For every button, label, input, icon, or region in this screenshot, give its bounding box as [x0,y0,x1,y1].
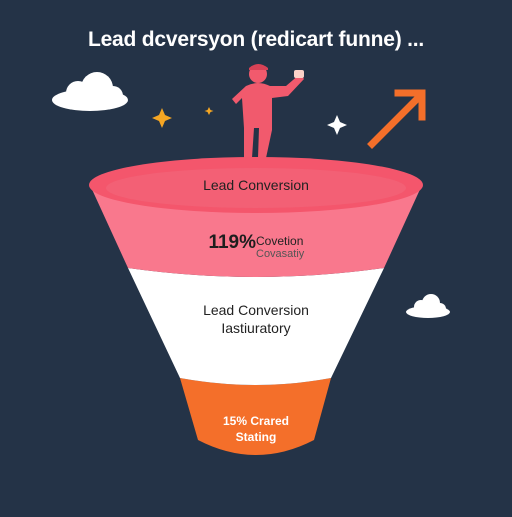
funnel-stage-3 [128,268,384,385]
stage-2-line2: Covasatiy [256,248,305,260]
stage-3-line2: Iastiuratory [221,320,291,336]
cloud-icon [52,72,128,111]
page-title: Lead dcversyon (redicart funne) ... [87,28,425,51]
sparkle-icon [152,108,172,128]
stage-3-line1: Lead Conversion [203,302,309,318]
stage-2-percent: 119% [208,232,256,253]
stage-4-line1: 15% Crared [222,414,290,428]
stage-4-line2: Stating [235,430,277,444]
arrow-up-right-icon [367,89,426,149]
stage-2-line1: Covetion [256,234,304,248]
stage-1-label: Lead Conversion [203,177,309,193]
cloud-icon [406,294,450,318]
person-figure [232,64,304,158]
sparkle-icon [204,107,214,115]
sparkle-icon [327,115,347,135]
funnel-stage-4 [180,378,331,455]
